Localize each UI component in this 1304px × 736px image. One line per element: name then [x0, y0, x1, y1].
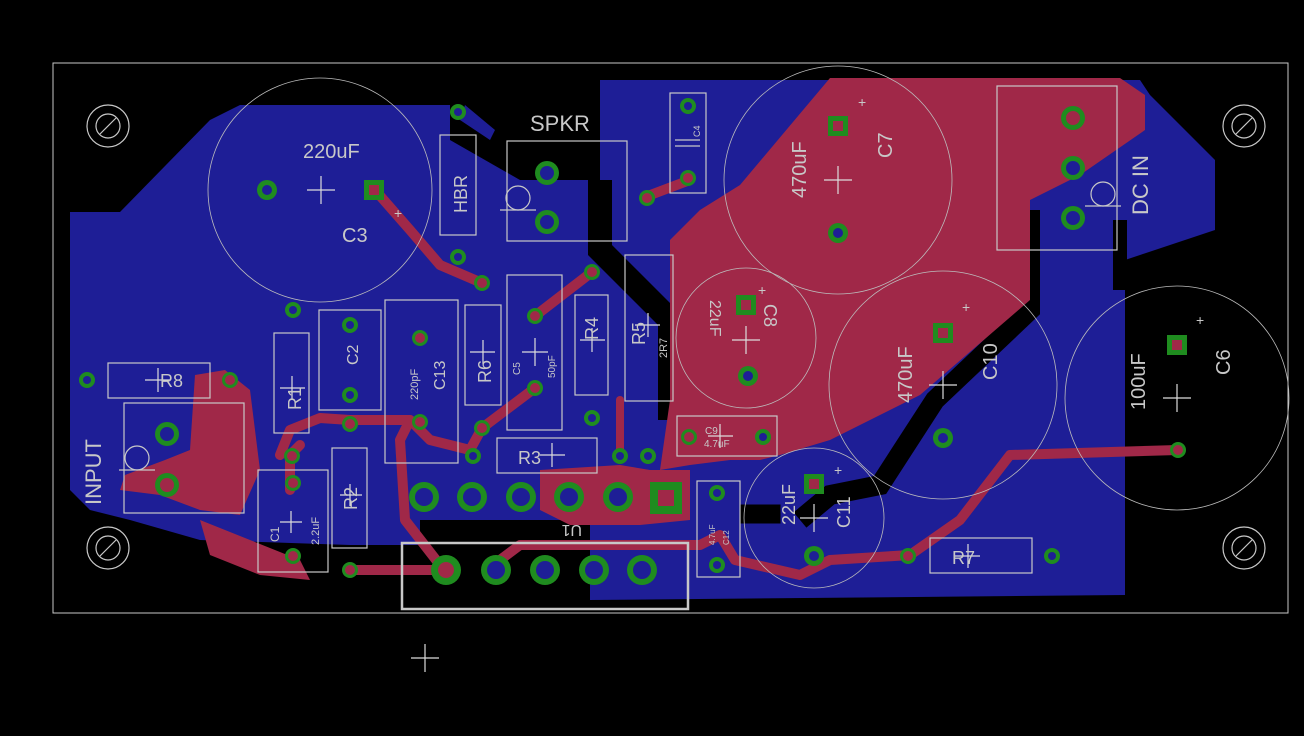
label-r2: R2	[341, 487, 361, 510]
board-outline	[52, 62, 1289, 614]
label-u1: U1	[561, 521, 582, 538]
label-c8-value: 22uF	[706, 300, 723, 337]
c8-outline	[675, 267, 817, 409]
component-labels: 220uF C3 + HBR SPKR C4 470uF C7 + DC IN …	[81, 94, 1235, 568]
label-c2: C2	[345, 344, 362, 365]
label-c12-value: 4.7uF	[708, 524, 717, 545]
label-c4: C4	[692, 125, 702, 137]
label-r7: R7	[952, 548, 975, 568]
c10-outline	[828, 270, 1058, 500]
mounting-hole-bottom-left	[86, 526, 130, 570]
label-hbr: HBR	[451, 175, 471, 213]
mounting-hole-top-left	[86, 104, 130, 148]
label-c1: C1	[268, 526, 282, 542]
label-r5-value: 2R7	[658, 338, 670, 358]
c11-outline	[743, 447, 885, 589]
label-r1: R1	[285, 387, 305, 410]
label-r3: R3	[518, 448, 541, 468]
label-c3: C3	[342, 225, 368, 247]
label-input: INPUT	[81, 439, 106, 505]
label-c6: C6	[1213, 349, 1235, 375]
label-c6-value: 100uF	[1128, 353, 1150, 410]
label-c1-value: 2.2uF	[310, 517, 322, 545]
label-c10: C10	[980, 343, 1002, 380]
label-c7-value: 470uF	[789, 141, 811, 198]
label-c13: C13	[432, 361, 449, 390]
mounting-hole-top-right	[1222, 104, 1266, 148]
c3-outline	[207, 77, 433, 303]
label-c13-value: 220pF	[409, 369, 421, 400]
label-r6: R6	[475, 360, 495, 383]
pads	[79, 98, 1187, 585]
label-c9: C9	[705, 426, 718, 437]
label-c12: C12	[722, 530, 731, 545]
label-c11-value: 22uF	[779, 484, 799, 525]
c6-outline	[1064, 285, 1290, 511]
label-c5-value: 50pF	[547, 355, 558, 378]
label-c11: C11	[834, 496, 854, 528]
silkscreen-circles	[207, 65, 1290, 589]
speaker-symbols	[119, 139, 1121, 471]
label-r4: R4	[582, 317, 602, 340]
origin-crosses	[145, 166, 1191, 672]
label-c8: C8	[760, 304, 780, 327]
label-c8-plus: +	[758, 282, 766, 298]
label-c10-plus: +	[962, 299, 970, 315]
label-c7-plus: +	[858, 94, 866, 110]
mounting-holes	[86, 104, 1266, 570]
label-c5: C5	[512, 362, 523, 375]
label-c7: C7	[875, 132, 897, 158]
label-dc-in: DC IN	[1128, 155, 1153, 215]
label-c3-value: 220uF	[303, 141, 360, 163]
label-c11-plus: +	[834, 462, 842, 478]
label-c9-value: 4.7uF	[704, 439, 730, 450]
mounting-hole-bottom-right	[1222, 526, 1266, 570]
label-c3-plus: +	[394, 205, 402, 221]
label-c10-value: 470uF	[895, 346, 917, 403]
label-r8: R8	[160, 371, 183, 391]
c7-outline	[723, 65, 953, 295]
label-spkr: SPKR	[530, 111, 590, 136]
silkscreen-rects	[107, 85, 1118, 611]
label-c6-plus: +	[1196, 312, 1204, 328]
label-r5: R5	[629, 322, 649, 345]
